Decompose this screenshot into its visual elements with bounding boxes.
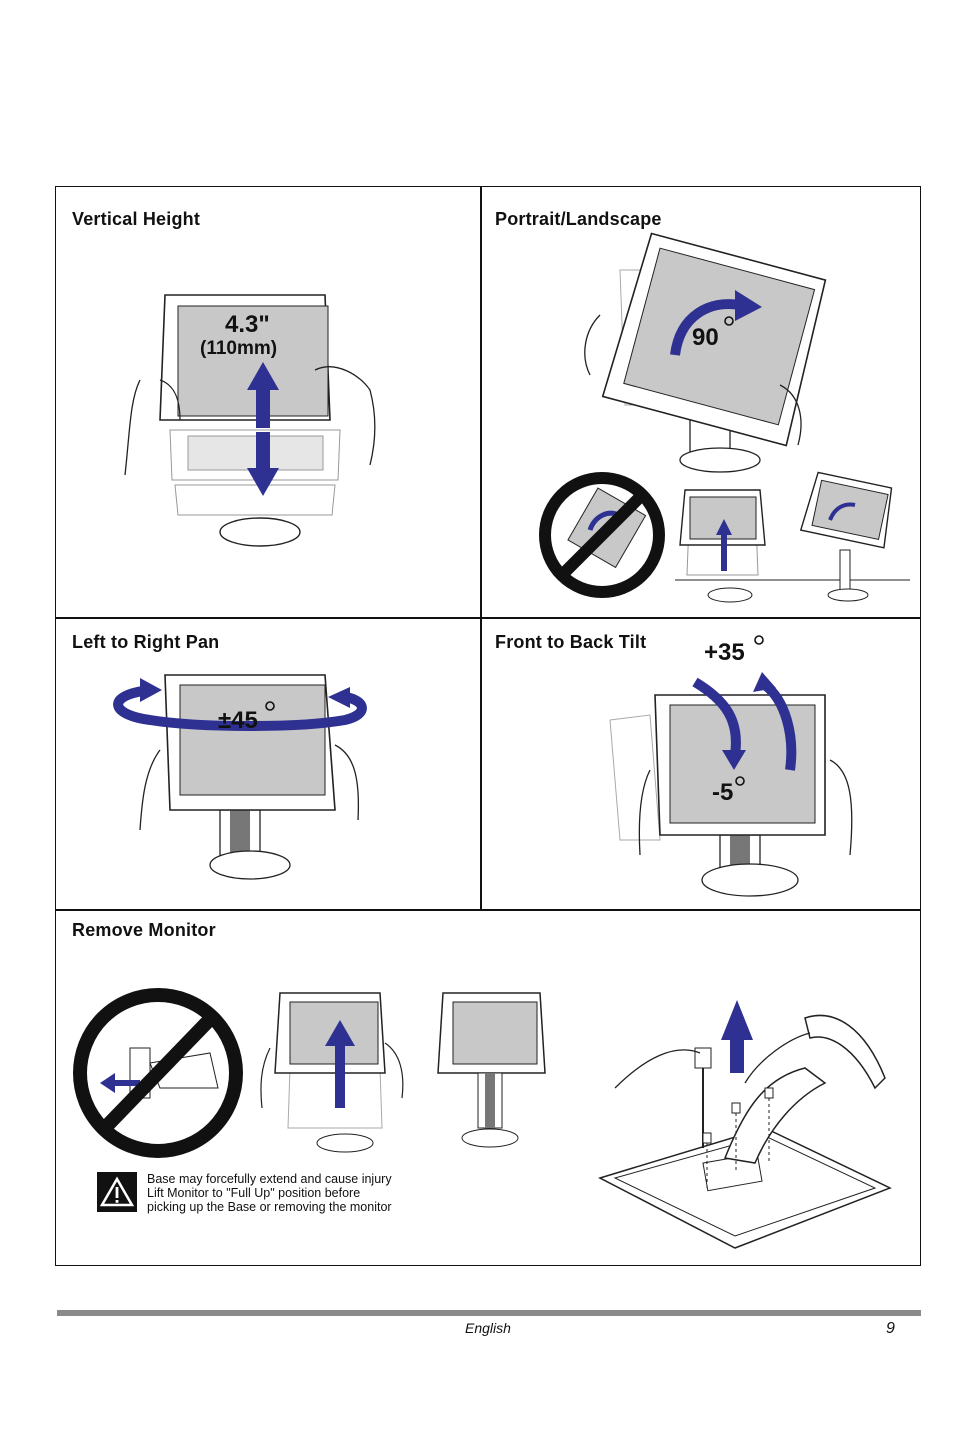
height-value-text: 4.3" — [225, 311, 270, 338]
pan-illustration: ±45 — [113, 674, 367, 880]
lift-monitor-drawing — [260, 992, 404, 1153]
prohibited-icon — [539, 472, 665, 598]
footer-language: English — [465, 1320, 511, 1336]
remove-monitor-title: Remove Monitor — [72, 920, 216, 940]
page-number: 9 — [886, 1320, 895, 1337]
rotate-arrow-icon — [735, 290, 762, 321]
portrait-landscape-title: Portrait/Landscape — [495, 209, 662, 229]
footer-bar — [57, 1310, 921, 1316]
arrow-down-icon — [247, 468, 279, 496]
tilt-up-text: +35 — [704, 639, 745, 666]
tilt-forward-arrow-icon — [753, 672, 776, 692]
tilt-illustration: +35 -5 — [609, 635, 853, 897]
portrait-landscape-illustration: 90 — [539, 232, 910, 603]
figure-frame — [55, 186, 921, 1266]
warning-text: Base may forcefully extend and cause inj… — [147, 1172, 392, 1214]
warning-line-2: Lift Monitor to "Full Up" position befor… — [147, 1186, 361, 1200]
row-divider-2 — [55, 909, 921, 911]
rotation-angle-text: 90 — [692, 324, 719, 351]
remove-monitor-illustration — [73, 988, 546, 1158]
portrait-monitor-small — [675, 489, 910, 603]
pan-angle-text: ±45 — [218, 707, 258, 734]
landscape-monitor-small — [799, 471, 893, 602]
vertical-height-title: Vertical Height — [72, 209, 201, 229]
row-divider-1 — [55, 617, 921, 619]
warning-line-1: Base may forcefully extend and cause inj… — [147, 1172, 392, 1186]
full-up-monitor-drawing — [437, 992, 546, 1148]
arrow-up-icon — [247, 362, 279, 390]
warning-block: Base may forcefully extend and cause inj… — [97, 1172, 392, 1214]
tilt-down-text: -5 — [712, 779, 733, 806]
pan-right-arrow-icon — [328, 687, 350, 708]
column-divider — [480, 186, 482, 910]
tilt-back-arrow-icon — [722, 750, 746, 770]
base-screws-illustration — [598, 1000, 892, 1249]
pan-title: Left to Right Pan — [72, 632, 220, 652]
height-mm-text: (110mm) — [200, 338, 277, 359]
tilt-title: Front to Back Tilt — [495, 632, 647, 652]
warning-line-3: picking up the Base or removing the moni… — [147, 1200, 392, 1214]
lift-up-arrow-icon — [721, 1000, 753, 1040]
vertical-height-illustration: 4.3" (110mm) — [124, 294, 376, 547]
warning-triangle-icon — [97, 1172, 137, 1212]
pan-left-arrow-icon — [140, 678, 162, 702]
remove-prohibited-icon — [73, 988, 243, 1158]
